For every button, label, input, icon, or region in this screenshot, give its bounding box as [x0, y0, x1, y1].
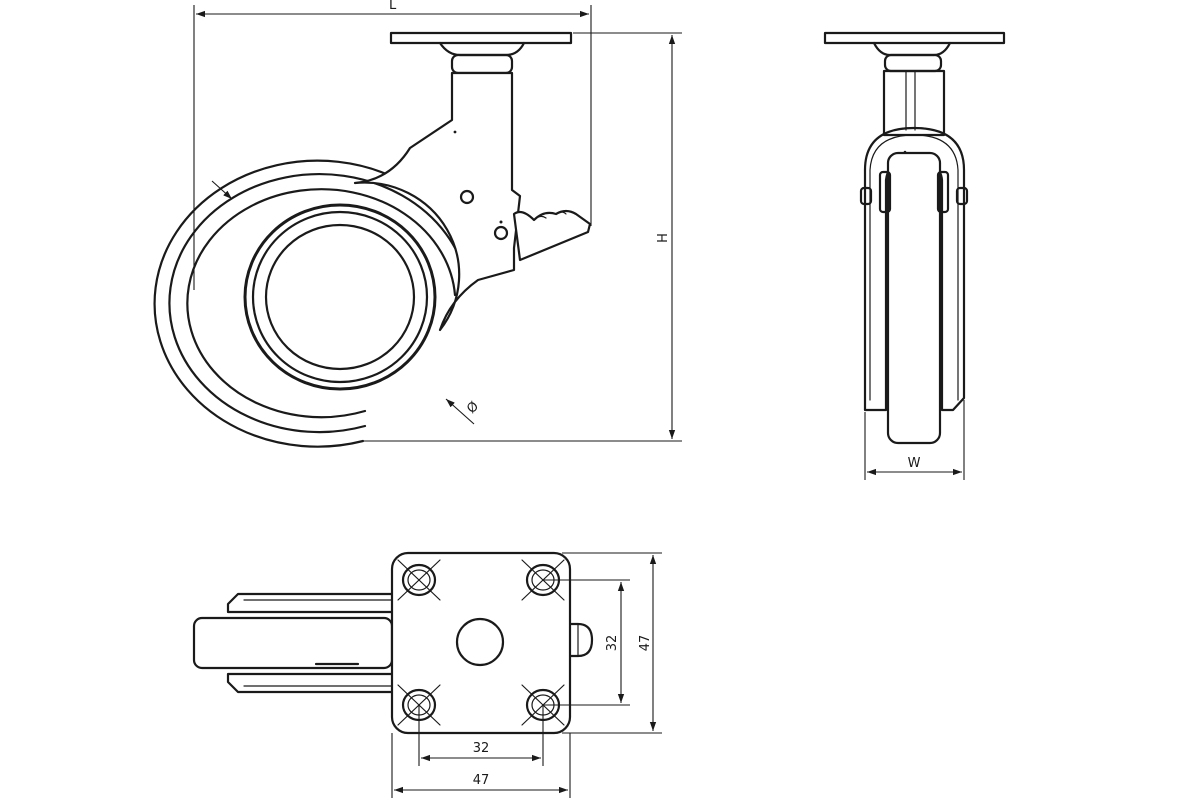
side-wheel-ring-3	[186, 188, 457, 419]
dim-h32-label: 32	[473, 741, 490, 756]
top-fork-upper	[226, 592, 394, 614]
front-top-plate	[823, 31, 1006, 45]
side-bearing	[450, 53, 514, 75]
side-diameter-label: Ø	[464, 399, 482, 417]
side-wheel-hub-outer	[243, 203, 437, 391]
front-stem	[882, 69, 946, 137]
top-mount-hole-tl	[397, 559, 441, 601]
front-axle-bush-left	[878, 170, 892, 214]
side-wheel-hub-mid	[251, 210, 429, 384]
side-diameter-leader	[445, 398, 475, 425]
dim-H-label: H	[656, 233, 671, 243]
side-top-plate	[389, 31, 573, 45]
top-brake-knob	[568, 622, 594, 658]
top-view: 32 47 32 47	[192, 551, 662, 798]
front-axle-left	[859, 186, 873, 206]
front-axle-bush-right	[936, 170, 950, 214]
front-swivel-head	[872, 41, 952, 57]
side-brake-teeth	[533, 211, 567, 221]
side-wheel-hub-inner	[264, 223, 416, 371]
top-wheel	[192, 616, 394, 670]
front-fork-inner	[869, 134, 959, 401]
side-fork-body	[353, 71, 522, 332]
front-mark-dot	[903, 150, 907, 154]
top-fork-lower	[226, 672, 394, 694]
dim-v47-label: 47	[638, 635, 653, 652]
front-wheel	[886, 151, 942, 445]
side-brake-pedal	[512, 209, 592, 262]
side-mark-dot	[453, 130, 457, 134]
side-tread-leader	[211, 180, 233, 200]
dim-W-label: W	[908, 456, 921, 471]
dim-v32-label: 32	[605, 635, 620, 652]
side-rivet-1	[459, 189, 475, 205]
front-view: W	[823, 31, 1006, 480]
side-rivet-2	[493, 225, 509, 241]
front-axle-right	[955, 186, 969, 206]
side-rivet-2-dot	[499, 220, 503, 224]
side-wheel-ring-2	[168, 173, 469, 434]
dim-h47-label: 47	[473, 773, 490, 788]
side-view: Ø L H	[153, 0, 682, 448]
top-center-hole	[455, 617, 505, 667]
dim-L-label: L	[389, 0, 397, 13]
side-swivel-head	[438, 41, 526, 57]
front-bearing	[883, 53, 943, 73]
